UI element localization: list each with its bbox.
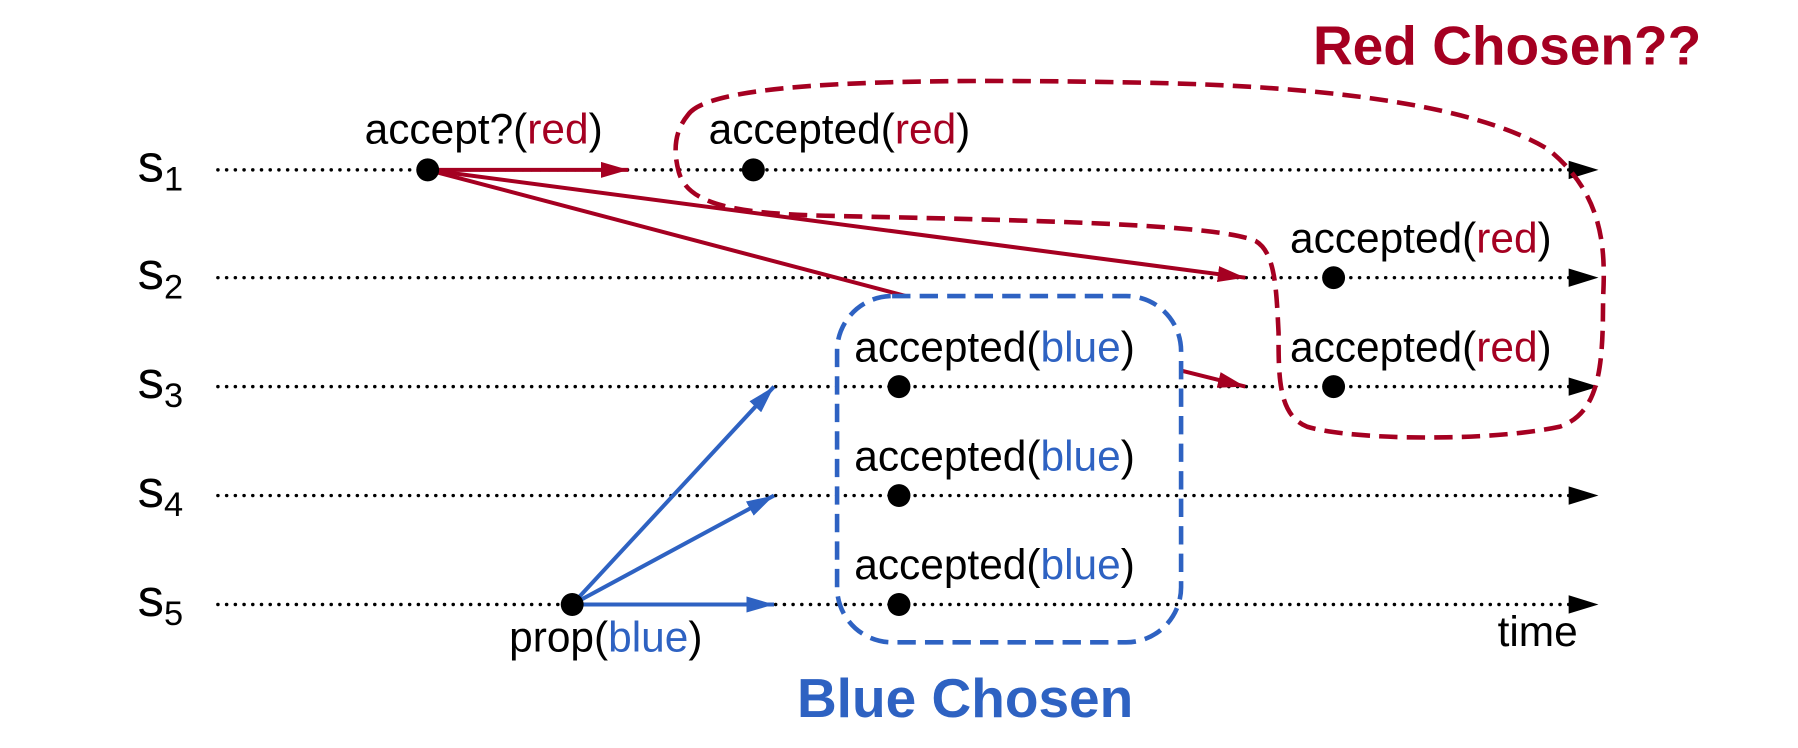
event-dot-s2-accepted bbox=[1322, 266, 1346, 290]
timeline-arrowhead-s5 bbox=[1568, 595, 1599, 614]
red-chosen-title: Red Chosen?? bbox=[1313, 14, 1701, 76]
red-chosen-group-outline bbox=[673, 78, 1607, 440]
event-label-s1-accepted: accepted(red) bbox=[709, 106, 971, 153]
red-message-s1-to-s3 bbox=[427, 167, 907, 298]
red-messages bbox=[427, 161, 1246, 389]
blue-message-s5-to-s3 bbox=[570, 385, 776, 606]
event-dot-s3-accepted-red bbox=[1322, 375, 1346, 399]
timeline-arrowhead-s3 bbox=[1568, 377, 1599, 396]
event-dot-s3-accepted-blue bbox=[887, 375, 911, 399]
event-dot-s1-accepted bbox=[741, 158, 765, 182]
event-label-s2-accepted: accepted(red) bbox=[1290, 214, 1552, 261]
event-dot-s5-prop bbox=[560, 593, 584, 616]
red-message-s1-to-s2 bbox=[427, 167, 1246, 283]
event-label-s5-accepted: accepted(blue) bbox=[854, 541, 1135, 588]
server-label-s1: s1 bbox=[138, 134, 184, 198]
server-label-s2: s2 bbox=[138, 242, 184, 306]
event-label-s4-accepted: accepted(blue) bbox=[854, 432, 1135, 479]
red-message-to-s3 bbox=[1180, 368, 1246, 389]
event-dot-s1-accept-q bbox=[416, 158, 440, 182]
blue-chosen-group-outline bbox=[834, 293, 1184, 645]
event-dot-s4-accepted bbox=[887, 484, 911, 508]
timeline-arrowhead-s4 bbox=[1568, 486, 1599, 505]
event-label-s3-accepted-red: accepted(red) bbox=[1290, 323, 1552, 370]
event-label-s5-prop: prop(blue) bbox=[509, 613, 702, 660]
server-label-s3: s3 bbox=[138, 351, 184, 415]
event-label-s1-accept-q: accept?(red) bbox=[365, 106, 603, 153]
server-label-s5: s5 bbox=[138, 569, 184, 633]
server-label-s4: s4 bbox=[138, 460, 184, 524]
blue-message-s5-to-s4 bbox=[571, 493, 775, 607]
timeline-arrowhead-s2 bbox=[1568, 268, 1599, 287]
event-dots bbox=[416, 158, 1346, 616]
event-label-s3-accepted-blue: accepted(blue) bbox=[854, 323, 1135, 370]
blue-messages bbox=[570, 385, 776, 613]
time-axis-label: time bbox=[1498, 608, 1578, 655]
event-dot-s5-accepted bbox=[887, 593, 911, 616]
blue-chosen-title: Blue Chosen bbox=[797, 667, 1133, 729]
